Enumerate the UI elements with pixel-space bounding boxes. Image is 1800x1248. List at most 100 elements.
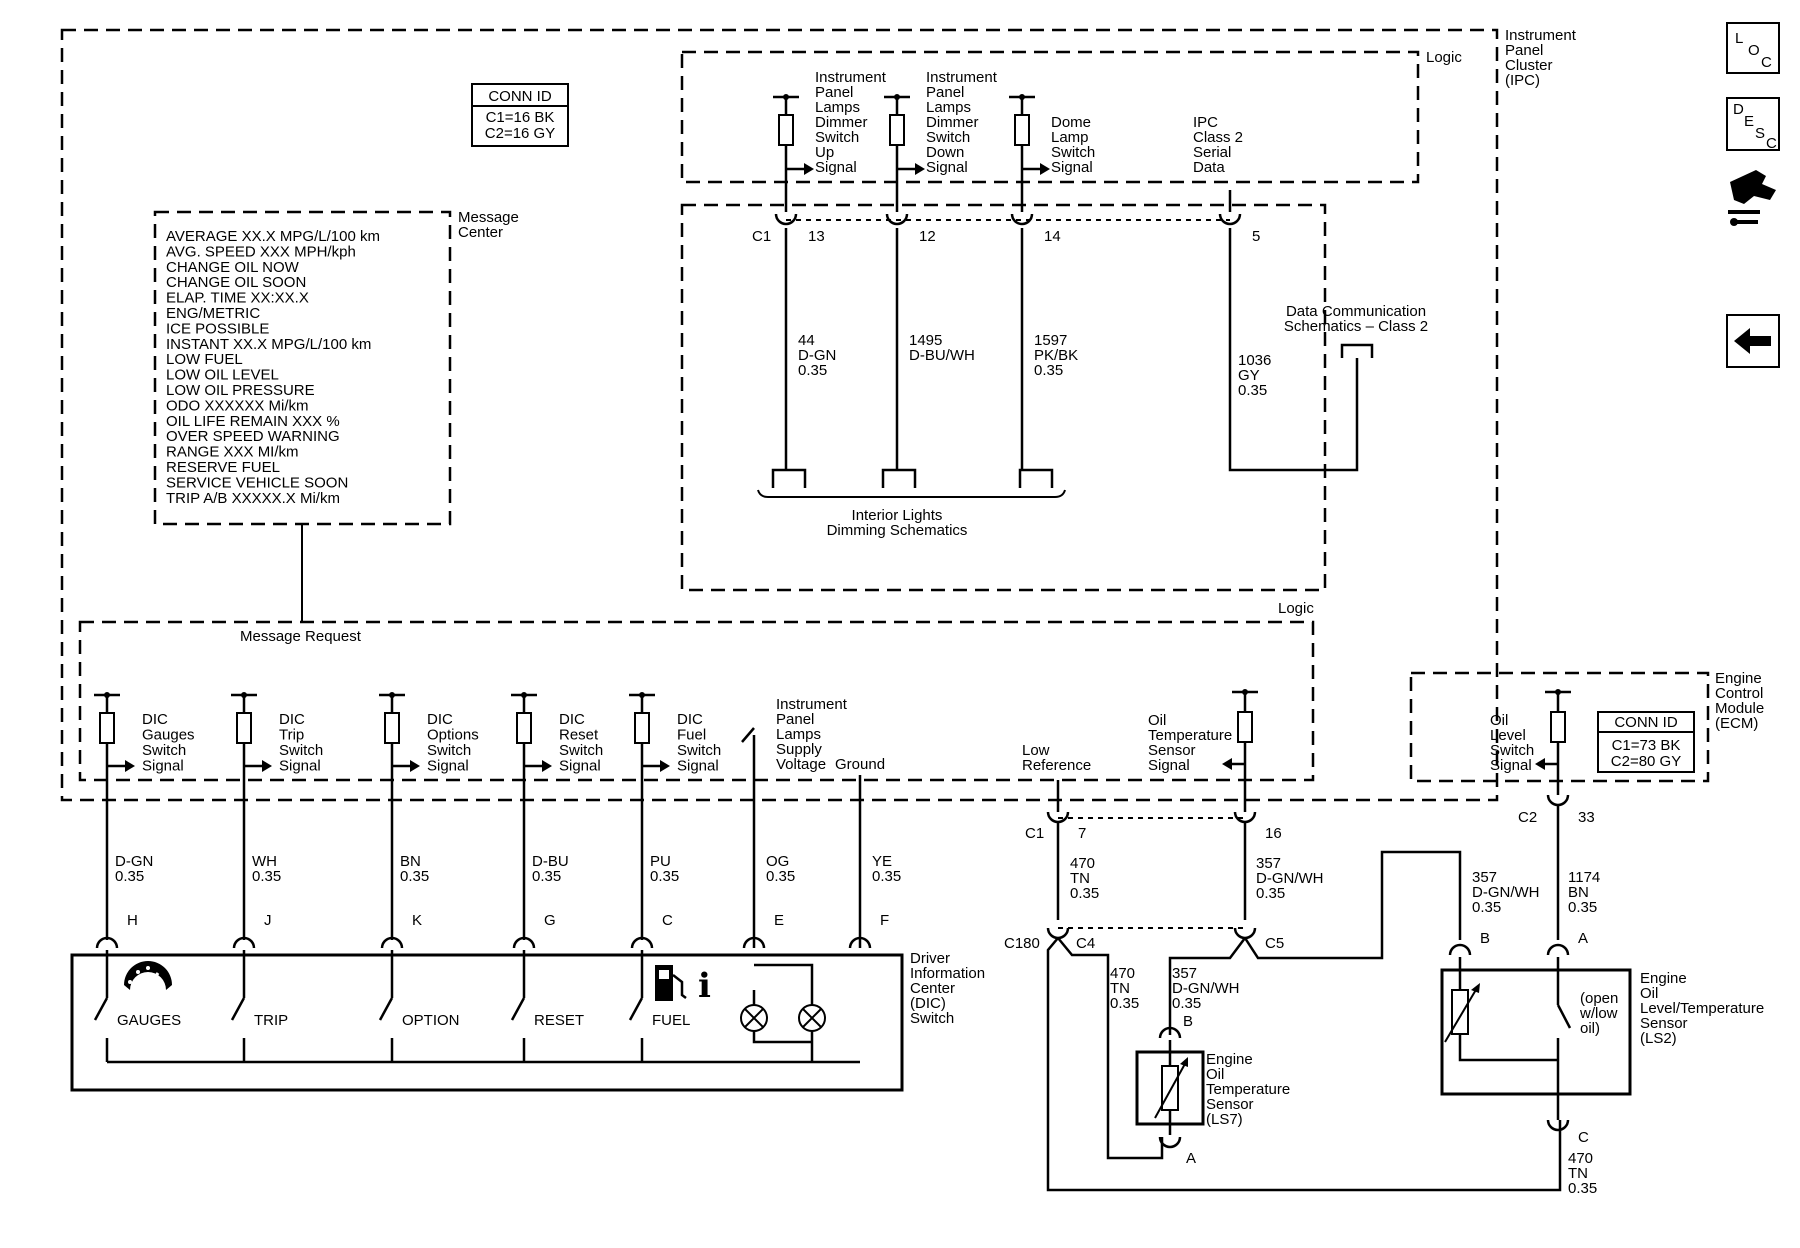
desc-icon[interactable]: D E S C [1726, 97, 1780, 152]
svg-text:Voltage: Voltage [776, 756, 826, 773]
ecm-module: Engine Control Module (ECM) Oil Level Sw… [1490, 670, 1764, 940]
svg-text:C1=73 BK: C1=73 BK [1612, 737, 1681, 754]
svg-text:TN: TN [1070, 870, 1090, 887]
svg-text:Engine: Engine [1640, 970, 1687, 987]
svg-text:Schematics – Class 2: Schematics – Class 2 [1284, 318, 1428, 335]
message-center-item: AVG. SPEED XXX MPH/kph [166, 243, 356, 260]
svg-text:357: 357 [1256, 855, 1281, 872]
svg-text:(open: (open [1580, 990, 1618, 1007]
svg-text:CONN ID: CONN ID [488, 88, 552, 105]
svg-text:FUEL: FUEL [652, 1012, 690, 1029]
svg-text:C5: C5 [1265, 935, 1284, 952]
svg-text:PK/BK: PK/BK [1034, 347, 1078, 364]
oil-temp-signal-circuit: Oil Temperature Sensor Signal 16 357 D-G… [1148, 689, 1324, 920]
svg-text:470: 470 [1568, 1150, 1593, 1167]
loc-icon[interactable]: L O C [1726, 22, 1780, 74]
upper-signals: InstrumentPanelLampsDimmerSwitchUpSignal… [773, 69, 1271, 470]
svg-text:A: A [1186, 1150, 1196, 1167]
svg-text:Serial: Serial [1193, 144, 1231, 161]
svg-text:Engine: Engine [1206, 1051, 1253, 1068]
svg-text:14: 14 [1044, 228, 1061, 245]
svg-text:0.35: 0.35 [650, 868, 679, 885]
svg-text:Level: Level [1490, 727, 1526, 744]
dic-lamps [740, 963, 826, 1062]
upper-signal-1: InstrumentPanelLampsDimmerSwitchDownSign… [884, 69, 998, 470]
svg-text:D-BU: D-BU [532, 853, 569, 870]
svg-text:C2: C2 [1518, 809, 1537, 826]
svg-text:w/low: w/low [1579, 1005, 1618, 1022]
message-center-item: INSTANT XX.X MPG/L/100 km [166, 336, 371, 353]
svg-text:OPTION: OPTION [402, 1012, 460, 1029]
message-center-item: RESERVE FUEL [166, 459, 280, 476]
svg-text:Lamps: Lamps [926, 99, 971, 116]
svg-text:C: C [1578, 1129, 1589, 1146]
logic-lower-boundary [78, 620, 1315, 782]
svg-text:Switch: Switch [427, 742, 471, 759]
dic-signals: DICGaugesSwitchSignalD-GN0.35HGAUGESDICT… [93, 692, 721, 1062]
svg-text:Reset: Reset [559, 727, 599, 744]
c1-upper-label: C1 [752, 228, 771, 245]
svg-text:Oil: Oil [1206, 1066, 1224, 1083]
svg-text:0.35: 0.35 [1472, 899, 1501, 916]
svg-text:G: G [544, 912, 556, 929]
svg-text:Signal: Signal [677, 758, 719, 775]
svg-text:C1: C1 [1025, 825, 1044, 842]
svg-text:Signal: Signal [559, 758, 601, 775]
svg-text:357: 357 [1172, 965, 1197, 982]
logic-label-upper: Logic [1426, 49, 1462, 66]
svg-text:D-GN: D-GN [115, 853, 153, 870]
svg-text:0.35: 0.35 [252, 868, 281, 885]
svg-text:OG: OG [766, 853, 789, 870]
svg-text:WH: WH [252, 853, 277, 870]
message-center-item: ELAP. TIME XX:XX.X [166, 290, 309, 307]
svg-text:1036: 1036 [1238, 352, 1271, 369]
svg-text:357: 357 [1472, 869, 1497, 886]
svg-text:Signal: Signal [1051, 159, 1093, 176]
svg-text:33: 33 [1578, 809, 1595, 826]
svg-text:0.35: 0.35 [1172, 995, 1201, 1012]
svg-text:Reference: Reference [1022, 757, 1091, 774]
svg-text:13: 13 [808, 228, 825, 245]
svg-text:Instrument: Instrument [926, 69, 998, 86]
svg-text:E: E [1744, 113, 1754, 130]
svg-text:Dome: Dome [1051, 114, 1091, 131]
dic-switch-box [70, 953, 904, 1092]
ipc-conn-id: CONN ID C1=16 BK C2=16 GY [471, 83, 569, 147]
svg-text:Switch: Switch [279, 742, 323, 759]
svg-text:GY: GY [1238, 367, 1260, 384]
svg-text:Module: Module [1715, 700, 1764, 717]
lamp-supply-circuit: Instrument Panel Lamps Supply Voltage OG… [741, 696, 848, 949]
back-arrow-icon[interactable] [1726, 314, 1780, 368]
svg-text:Switch: Switch [142, 742, 186, 759]
connector-icon[interactable] [1728, 170, 1776, 226]
svg-text:TN: TN [1110, 980, 1130, 997]
svg-text:C: C [662, 912, 673, 929]
message-center-item: CHANGE OIL NOW [166, 259, 300, 276]
message-center-item: RANGE XXX MI/km [166, 444, 299, 461]
svg-text:Dimmer: Dimmer [926, 114, 979, 131]
svg-text:Data: Data [1193, 159, 1225, 176]
svg-text:D-GN/WH: D-GN/WH [1256, 870, 1324, 887]
svg-text:0.35: 0.35 [872, 868, 901, 885]
svg-text:Oil: Oil [1490, 712, 1508, 729]
message-center-item: LOW FUEL [166, 351, 243, 368]
svg-text:(ECM): (ECM) [1715, 715, 1758, 732]
dic-switch-label: Driver Information Center (DIC) Switch [910, 950, 989, 1027]
svg-text:TRIP: TRIP [254, 1012, 288, 1029]
svg-text:Dimmer: Dimmer [815, 114, 868, 131]
message-center-item: LOW OIL LEVEL [166, 367, 279, 384]
svg-text:D: D [1733, 101, 1744, 118]
svg-text:1597: 1597 [1034, 332, 1067, 349]
svg-text:Lamps: Lamps [815, 99, 860, 116]
logic-label-lower: Logic [1278, 600, 1314, 617]
svg-text:Switch: Switch [1490, 742, 1534, 759]
svg-text:0.35: 0.35 [1568, 1180, 1597, 1197]
message-center-item: LOW OIL PRESSURE [166, 382, 315, 399]
svg-text:Switch: Switch [815, 129, 859, 146]
info-icon: i [698, 966, 711, 1006]
svg-text:0.35: 0.35 [532, 868, 561, 885]
